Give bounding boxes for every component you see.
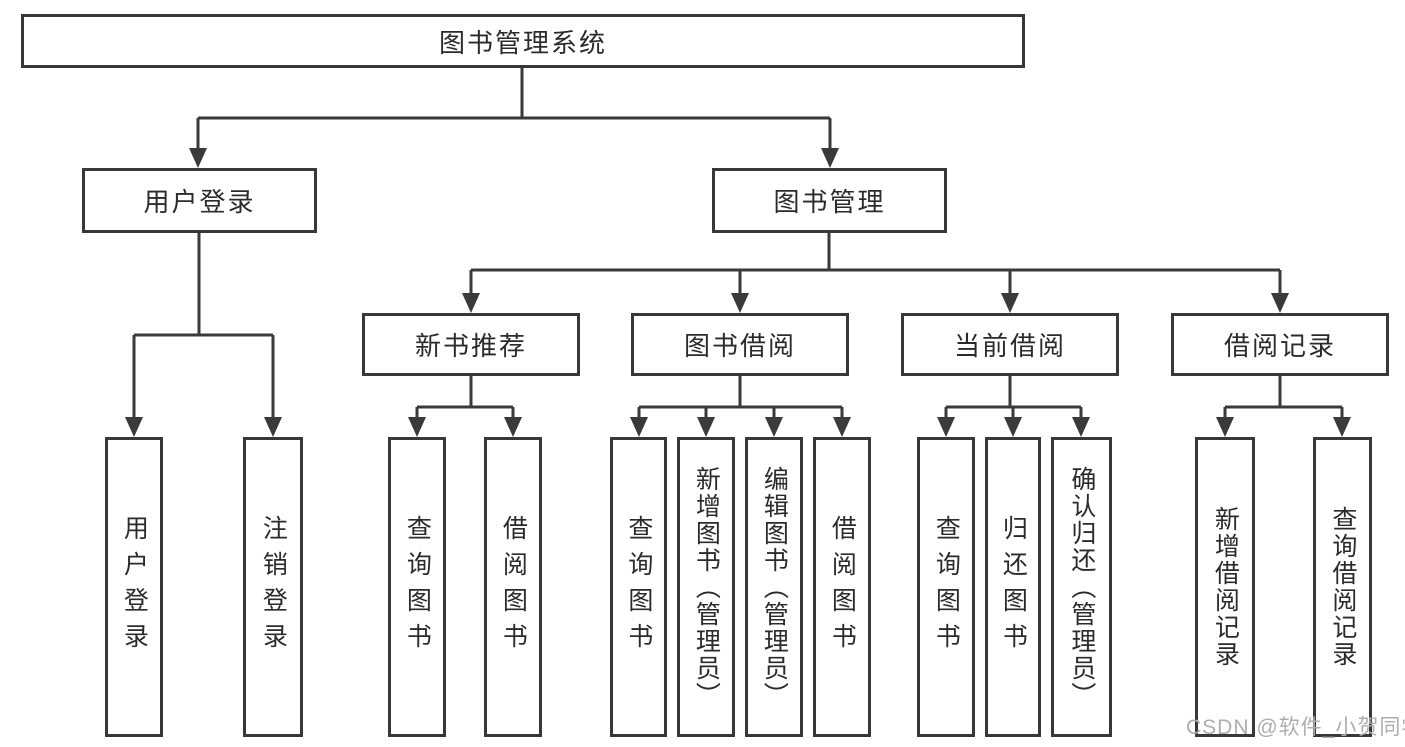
node-book-borrow-label: 图书借阅 (683, 331, 796, 361)
node-leaf-add-book-label: 新增图书（管理员） (692, 465, 721, 709)
node-leaf-return-book: 归还图书 (985, 437, 1041, 737)
node-leaf-logout: 注销登录 (243, 437, 303, 737)
node-borrow-records-label: 借阅记录 (1223, 331, 1336, 361)
node-leaf-confirm-return: 确认归还（管理员） (1051, 437, 1112, 737)
node-leaf-user-login-label: 用户登录 (120, 515, 149, 659)
node-leaf-query-book-2-label: 查询图书 (624, 515, 653, 659)
node-leaf-borrow-book-2: 借阅图书 (813, 437, 871, 737)
node-leaf-borrow-book-1-label: 借阅图书 (499, 515, 528, 659)
node-leaf-borrow-book-1: 借阅图书 (484, 437, 542, 737)
node-leaf-return-book-label: 归还图书 (999, 515, 1028, 659)
node-leaf-query-book-1: 查询图书 (388, 437, 446, 737)
node-leaf-query-book-2: 查询图书 (610, 437, 667, 737)
node-leaf-query-borrow-record: 查询借阅记录 (1313, 437, 1372, 737)
node-leaf-add-book: 新增图书（管理员） (677, 437, 735, 737)
node-user-login-branch-label: 用户登录 (143, 187, 256, 217)
node-leaf-logout-label: 注销登录 (259, 515, 288, 659)
node-leaf-confirm-return-label: 确认归还（管理员） (1067, 465, 1096, 709)
node-current-borrow-label: 当前借阅 (953, 331, 1066, 361)
node-book-mgmt-branch-label: 图书管理 (773, 187, 886, 217)
node-leaf-edit-book-label: 编辑图书（管理员） (760, 465, 789, 709)
node-borrow-records: 借阅记录 (1171, 313, 1389, 376)
node-leaf-add-borrow-record: 新增借阅记录 (1195, 437, 1255, 737)
node-new-book-rec: 新书推荐 (362, 313, 580, 376)
node-new-book-rec-label: 新书推荐 (414, 331, 527, 361)
node-root: 图书管理系统 (21, 14, 1025, 68)
node-book-borrow: 图书借阅 (631, 313, 849, 376)
node-root-label: 图书管理系统 (438, 27, 607, 58)
node-leaf-query-book-3-label: 查询图书 (932, 515, 961, 659)
node-user-login-branch: 用户登录 (82, 168, 317, 233)
csdn-watermark: CSDN @软件_小贺同学 (1186, 716, 1405, 739)
node-leaf-user-login: 用户登录 (105, 437, 163, 737)
node-leaf-add-borrow-record-label: 新增借阅记录 (1211, 506, 1240, 668)
node-leaf-query-borrow-record-label: 查询借阅记录 (1328, 506, 1357, 668)
node-current-borrow: 当前借阅 (901, 313, 1119, 376)
node-book-mgmt-branch: 图书管理 (712, 168, 947, 233)
node-leaf-borrow-book-2-label: 借阅图书 (828, 515, 857, 659)
node-leaf-query-book-1-label: 查询图书 (403, 515, 432, 659)
node-leaf-query-book-3: 查询图书 (917, 437, 975, 737)
node-leaf-edit-book: 编辑图书（管理员） (745, 437, 803, 737)
